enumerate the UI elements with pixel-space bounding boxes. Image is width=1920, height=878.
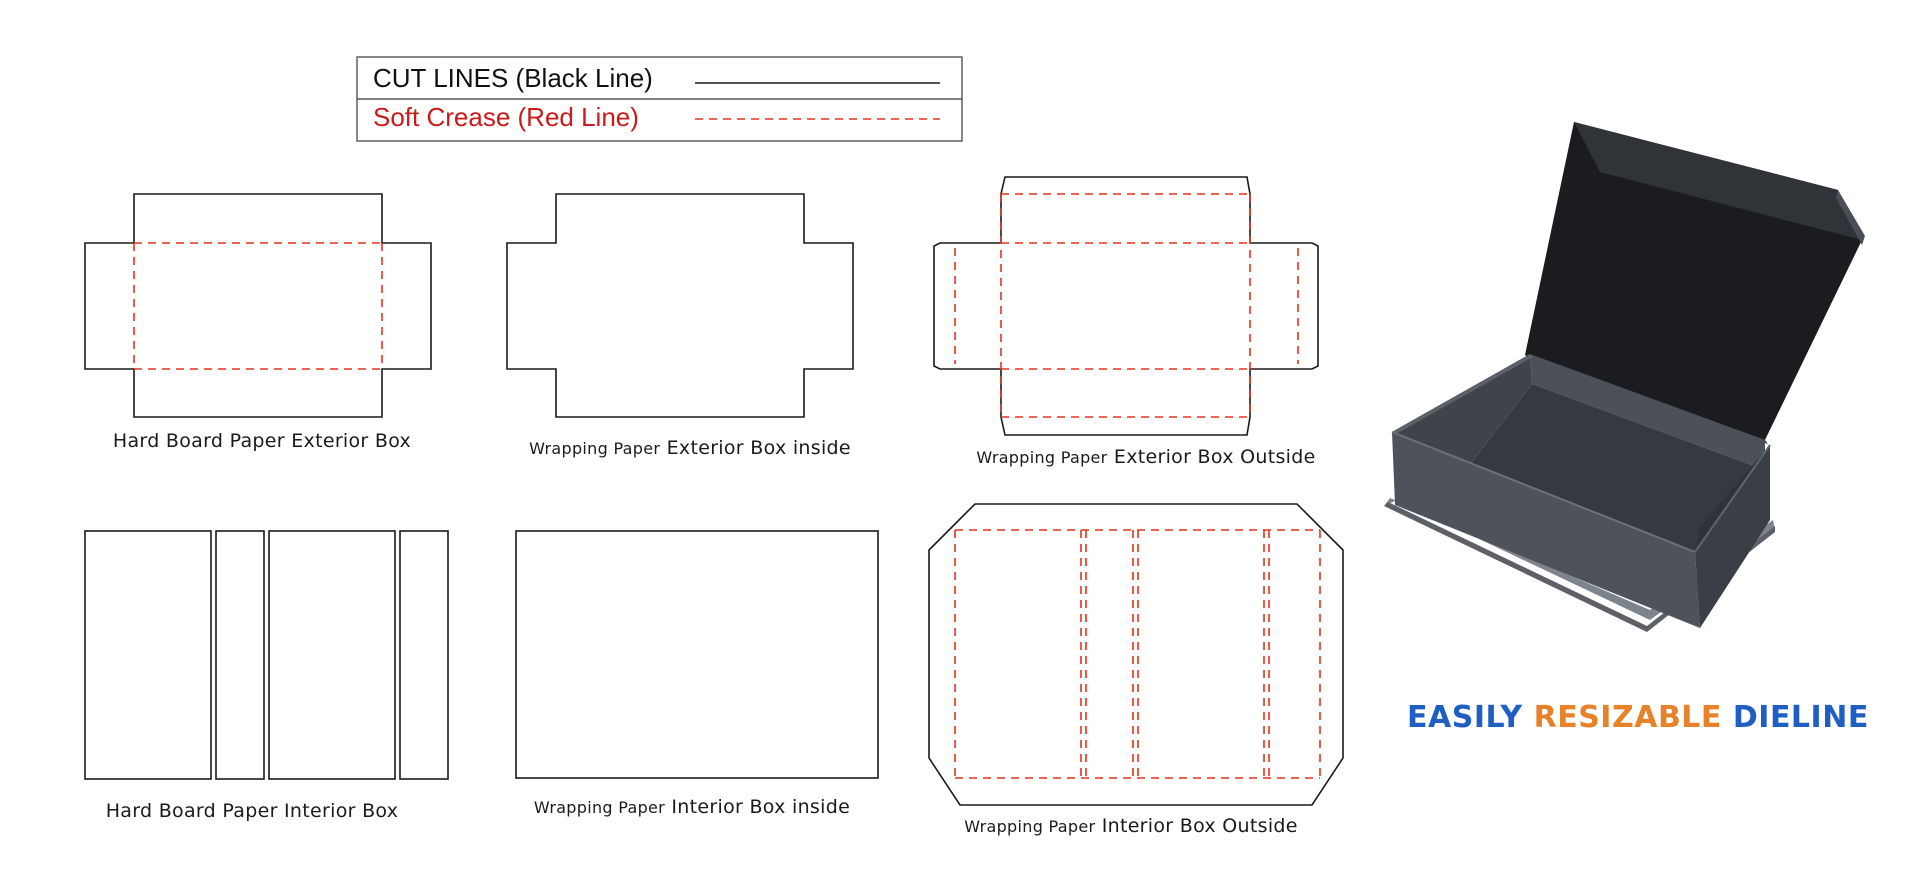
caption-hb-interior: Hard Board Paper Interior Box: [106, 800, 399, 822]
easily-resizable-dieline-tagline: EASILY RESIZABLE DIELINE: [1407, 700, 1869, 735]
caption-main: Exterior Box inside: [666, 437, 851, 459]
cut-lines-label: CUT LINES (Black Line): [373, 63, 653, 93]
caption-prefix: Wrapping Paper: [976, 448, 1108, 467]
tagline-word-easily: EASILY: [1407, 700, 1523, 735]
caption-wp-interior-outside: Wrapping Paper Interior Box Outside: [964, 815, 1298, 837]
caption-main: Interior Box inside: [671, 796, 851, 818]
caption-wp-exterior-outside: Wrapping Paper Exterior Box Outside: [976, 446, 1315, 468]
caption-wp-interior-inside: Wrapping Paper Interior Box inside: [534, 796, 850, 818]
caption-hb-interior-text: Hard Board Paper Interior Box: [105, 800, 399, 822]
dieline-wp-exterior-outside: [933, 176, 1319, 436]
caption-main: Exterior Box Outside: [1113, 446, 1316, 468]
caption-hb-exterior: Hard Board Paper Exterior Box: [113, 430, 411, 452]
line-legend: [356, 56, 963, 142]
soft-crease-label: Soft Crease (Red Line): [373, 102, 639, 132]
tagline-word-dieline: DIELINE: [1732, 700, 1869, 735]
tagline-word-resizable: RESIZABLE: [1533, 700, 1722, 735]
caption-hb-exterior-text: Hard Board Paper Exterior Box: [112, 430, 412, 452]
caption-prefix: Wrapping Paper: [529, 439, 661, 458]
dieline-wp-exterior-inside: [506, 193, 854, 418]
dieline-wp-interior-inside: [515, 530, 879, 779]
caption-prefix: Wrapping Paper: [964, 817, 1096, 836]
dieline-hb-interior: [84, 530, 449, 780]
caption-prefix: Wrapping Paper: [533, 798, 666, 817]
dieline-wp-interior-outside: [928, 503, 1344, 806]
caption-main: Interior Box Outside: [1101, 815, 1298, 837]
magnetic-box-illustration: [1384, 122, 1865, 632]
dieline-hb-exterior: [84, 193, 432, 418]
caption-wp-exterior-inside: Wrapping Paper Exterior Box inside: [529, 437, 851, 459]
